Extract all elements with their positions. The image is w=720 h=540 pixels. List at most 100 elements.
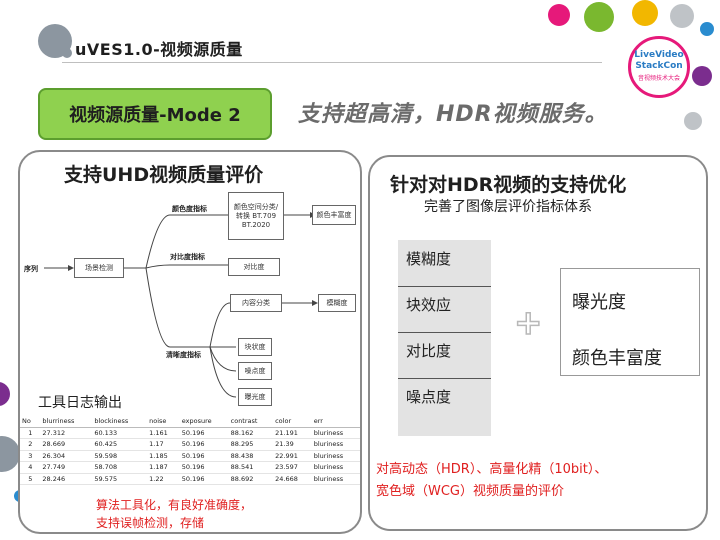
right-note-line2: 宽色域（WCG）视频质量的评价 bbox=[376, 484, 565, 499]
table-cell: 21.39 bbox=[273, 438, 312, 451]
table-cell: 28.669 bbox=[40, 438, 93, 451]
table-cell: bluriness bbox=[311, 473, 360, 485]
table-cell: 1.187 bbox=[147, 461, 180, 474]
slide-title: uVES1.0-视频源质量 bbox=[75, 40, 243, 59]
table-row: 1 27.312 60.133 1.161 50.196 88.162 21.1… bbox=[20, 427, 360, 439]
table-cell: 88.162 bbox=[228, 427, 274, 439]
uhd-panel-title: 支持UHD视频质量评价 bbox=[64, 164, 264, 186]
table-cell: 27.312 bbox=[40, 427, 93, 439]
metric-list: 模糊度 块效应 对比度 噪点度 bbox=[398, 240, 491, 436]
table-cell: 88.692 bbox=[228, 473, 274, 485]
node-blockiness: 块状度 bbox=[238, 338, 272, 356]
table-cell: 88.295 bbox=[228, 438, 274, 451]
node-exposure: 曝光度 bbox=[238, 388, 272, 406]
table-cell: 3 bbox=[20, 450, 41, 462]
node-color-richness: 颜色丰富度 bbox=[312, 205, 356, 225]
flow-connectors bbox=[44, 212, 318, 398]
table-header: blurriness bbox=[40, 416, 93, 428]
table-cell: 59.598 bbox=[92, 450, 148, 462]
metric-item: 模糊度 bbox=[406, 250, 452, 268]
table-cell: 50.196 bbox=[179, 473, 229, 485]
title-divider bbox=[62, 62, 602, 63]
table-cell: 21.191 bbox=[273, 427, 312, 439]
bubble-green bbox=[584, 2, 614, 32]
table-cell: 1.17 bbox=[147, 438, 180, 451]
plus-icon: + bbox=[513, 303, 543, 343]
bubble-yellow bbox=[632, 0, 658, 26]
table-cell: bluriness bbox=[311, 427, 360, 439]
table-cell: 1.22 bbox=[147, 473, 180, 485]
metric-divider bbox=[398, 332, 491, 333]
log-output-title: 工具日志输出 bbox=[38, 395, 122, 411]
table-cell: 27.749 bbox=[40, 461, 93, 474]
table-cell: 50.196 bbox=[179, 438, 229, 451]
node-content-class: 内容分类 bbox=[230, 294, 282, 312]
table-cell: 26.304 bbox=[40, 450, 93, 462]
node-blur: 模糊度 bbox=[318, 294, 356, 312]
table-row: 5 28.246 59.575 1.22 50.196 88.692 24.66… bbox=[20, 473, 360, 485]
logo-text-1: LiveVideo bbox=[634, 50, 684, 60]
table-cell: bluriness bbox=[311, 461, 360, 474]
table-cell: 88.541 bbox=[228, 461, 274, 474]
header-bubble-gray-small bbox=[62, 48, 72, 58]
branch-contrast: 对比度指标 bbox=[170, 253, 205, 261]
mode-label: 视频源质量-Mode 2 bbox=[38, 88, 272, 140]
table-cell: 28.246 bbox=[40, 473, 93, 485]
table-header: exposure bbox=[179, 416, 229, 428]
node-scene-detection: 场景检测 bbox=[74, 258, 124, 278]
table-cell: 5 bbox=[20, 473, 41, 485]
table-header: noise bbox=[147, 416, 180, 428]
metric-divider bbox=[398, 378, 491, 379]
table-cell: 60.425 bbox=[92, 438, 148, 451]
bubble-gray-top bbox=[670, 4, 694, 28]
table-cell: 4 bbox=[20, 461, 41, 474]
table-cell: 22.991 bbox=[273, 450, 312, 462]
bubble-blue bbox=[700, 22, 714, 36]
table-cell: 1 bbox=[20, 427, 41, 439]
left-note-line2: 支持误帧检测，存储 bbox=[96, 516, 205, 530]
extra-metric-color-richness: 颜色丰富度 bbox=[572, 348, 662, 369]
quality-log-table: No blurriness blockiness noise exposure … bbox=[20, 416, 360, 485]
table-cell: 50.196 bbox=[179, 450, 229, 462]
table-cell: 60.133 bbox=[92, 427, 148, 439]
table-cell: 24.668 bbox=[273, 473, 312, 485]
table-cell: bluriness bbox=[311, 450, 360, 462]
table-header: blockiness bbox=[92, 416, 148, 428]
table-header: color bbox=[273, 416, 312, 428]
table-cell: 23.597 bbox=[273, 461, 312, 474]
logo-text-2: StackCon bbox=[635, 61, 683, 71]
bubble-gray-right bbox=[684, 112, 702, 130]
table-header: No bbox=[20, 416, 41, 428]
left-note-line1: 算法工具化，有良好准确度， bbox=[96, 498, 253, 512]
node-noise: 噪点度 bbox=[238, 362, 272, 380]
bubble-left-gray bbox=[0, 436, 20, 472]
branch-clarity: 清晰度指标 bbox=[166, 351, 201, 359]
table-header: contrast bbox=[228, 416, 274, 428]
table-row: 2 28.669 60.425 1.17 50.196 88.295 21.39… bbox=[20, 438, 360, 451]
logo-text-3: 音视频技术大会 bbox=[637, 75, 680, 82]
bubble-pink bbox=[548, 4, 570, 26]
table-cell: bluriness bbox=[311, 438, 360, 451]
bubble-left-purple bbox=[0, 382, 10, 406]
extra-metrics-box bbox=[560, 268, 700, 376]
table-cell: 2 bbox=[20, 438, 41, 451]
event-logo bbox=[628, 36, 690, 98]
tagline: 支持超高清，HDR视频服务。 bbox=[298, 102, 608, 127]
node-sequence: 序列 bbox=[24, 265, 38, 273]
branch-color: 颜色度指标 bbox=[172, 205, 207, 213]
table-row: 4 27.749 58.708 1.187 50.196 88.541 23.5… bbox=[20, 461, 360, 474]
table-header: err bbox=[311, 416, 360, 428]
metric-item: 噪点度 bbox=[406, 388, 452, 406]
table-row: 3 26.304 59.598 1.185 50.196 88.438 22.9… bbox=[20, 450, 360, 462]
extra-metric-exposure: 曝光度 bbox=[572, 292, 626, 313]
table-cell: 58.708 bbox=[92, 461, 148, 474]
table-cell: 88.438 bbox=[228, 450, 274, 462]
metric-divider bbox=[398, 286, 491, 287]
node-color-space: 颜色空间分类/转换 BT.709 BT.2020 bbox=[228, 192, 284, 240]
table-cell: 1.185 bbox=[147, 450, 180, 462]
metric-item: 对比度 bbox=[406, 342, 452, 360]
table-cell: 50.196 bbox=[179, 461, 229, 474]
table-cell: 50.196 bbox=[179, 427, 229, 439]
table-cell: 59.575 bbox=[92, 473, 148, 485]
table-header-row: No blurriness blockiness noise exposure … bbox=[20, 416, 360, 428]
